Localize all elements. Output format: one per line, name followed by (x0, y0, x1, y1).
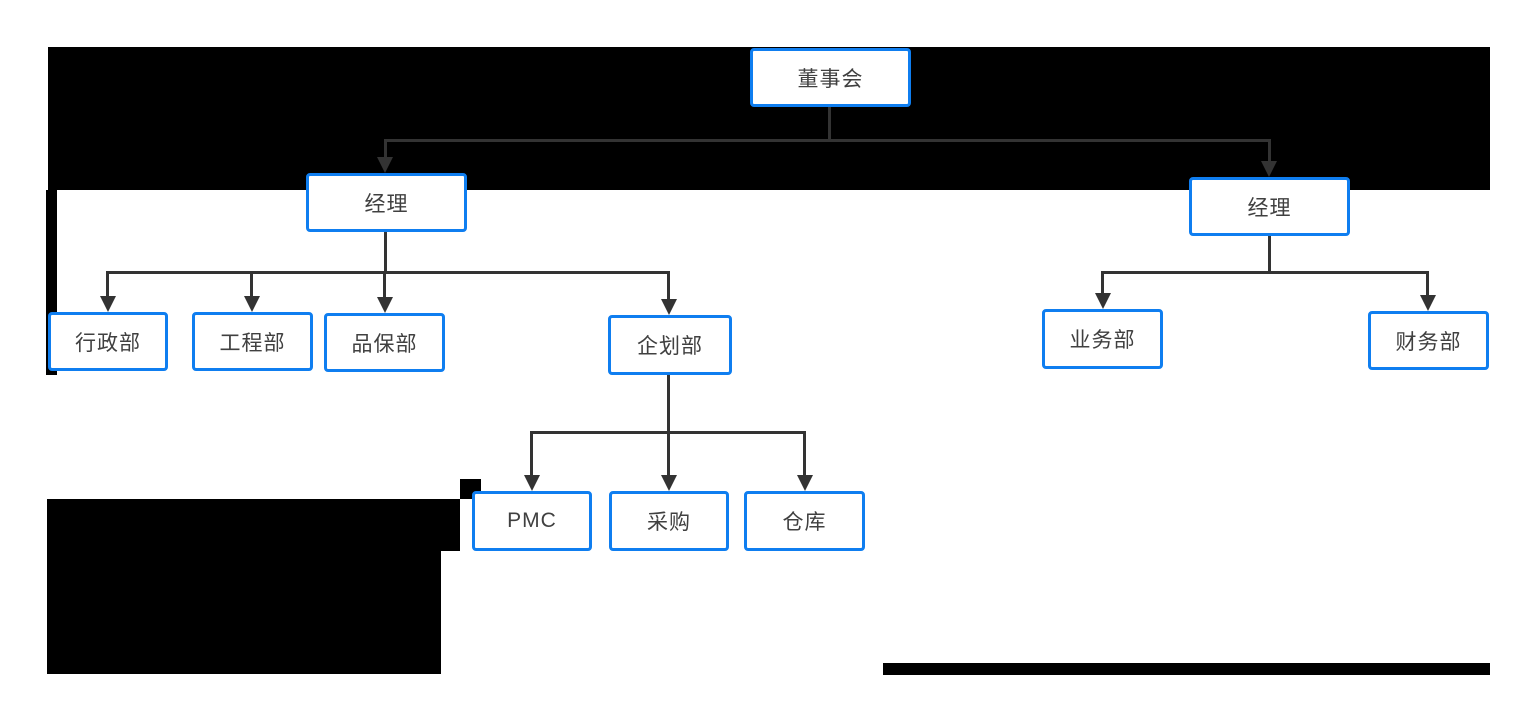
blackout-left-strip (46, 190, 57, 375)
edge-manager-right-stem (1268, 139, 1271, 162)
edge-managerR-stem (1268, 236, 1271, 274)
edge-planning-stem (667, 271, 670, 300)
blackout-bottom-bar (883, 663, 1490, 675)
edge-managerL-stem (384, 232, 387, 273)
edge-manager-left-stem (384, 139, 387, 158)
node-planning[interactable]: 企划部 (608, 315, 732, 375)
edge-planning-down-stem (667, 375, 670, 434)
arrowhead-admin-icon (100, 296, 116, 312)
edge-warehouse-stem (803, 431, 806, 476)
node-quality[interactable]: 品保部 (324, 313, 445, 372)
node-pmc[interactable]: PMC (472, 491, 592, 551)
arrowhead-pmc-icon (524, 475, 540, 491)
edge-quality-stem (383, 271, 386, 298)
edge-board-crossbar (385, 139, 1271, 142)
arrowhead-purchasing-icon (661, 475, 677, 491)
edge-finance-stem (1426, 271, 1429, 296)
node-manager-right[interactable]: 经理 (1189, 177, 1350, 236)
blackout-bottom-left-ext (441, 499, 460, 551)
edge-purchasing-stem (667, 431, 670, 476)
arrowhead-warehouse-icon (797, 475, 813, 491)
node-engineering[interactable]: 工程部 (192, 312, 313, 371)
arrowhead-engineering-icon (244, 296, 260, 312)
arrowhead-planning-icon (661, 299, 677, 315)
node-finance[interactable]: 财务部 (1368, 311, 1489, 370)
node-board[interactable]: 董事会 (750, 48, 911, 107)
edge-engineering-stem (250, 271, 253, 297)
edge-board-stem (828, 107, 831, 141)
edge-admin-stem (106, 271, 109, 297)
node-admin[interactable]: 行政部 (48, 312, 168, 371)
edge-sales-stem (1101, 271, 1104, 294)
edge-managerR-crossbar (1102, 271, 1429, 274)
arrowhead-finance-icon (1420, 295, 1436, 311)
blackout-bottom-left (47, 499, 441, 674)
edge-managerL-crossbar (107, 271, 670, 274)
node-manager-left[interactable]: 经理 (306, 173, 467, 232)
node-purchasing[interactable]: 采购 (609, 491, 729, 551)
node-sales[interactable]: 业务部 (1042, 309, 1163, 369)
node-warehouse[interactable]: 仓库 (744, 491, 865, 551)
arrowhead-quality-icon (377, 297, 393, 313)
arrowhead-sales-icon (1095, 293, 1111, 309)
arrowhead-manager-right-icon (1261, 161, 1277, 177)
arrowhead-manager-left-icon (377, 157, 393, 173)
edge-pmc-stem (530, 431, 533, 476)
